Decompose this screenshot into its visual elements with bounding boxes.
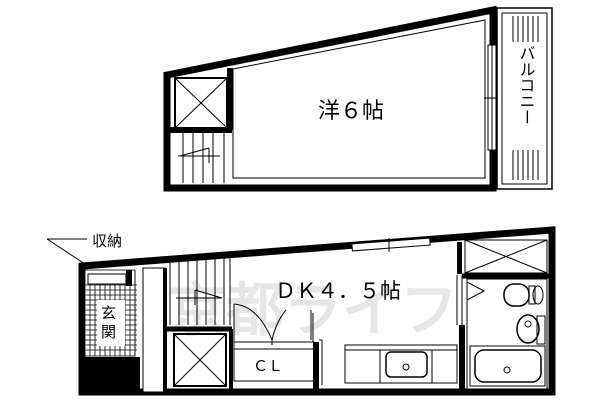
entrance-label-2: 関 [101,323,116,341]
upper-floor: 洋６帖 バルコニー [163,5,553,192]
dining-kitchen-label: ＤＫ４．５帖 [275,279,401,303]
western-room-label: 洋６帖 [318,99,384,124]
entrance-label-1: 玄 [101,304,116,322]
lower-floor: 収納 玄 関 [46,226,556,396]
closet-label: ＣＬ [253,357,283,375]
storage-label: 収納 [92,232,122,250]
balcony-label: バルコニー [517,45,536,125]
